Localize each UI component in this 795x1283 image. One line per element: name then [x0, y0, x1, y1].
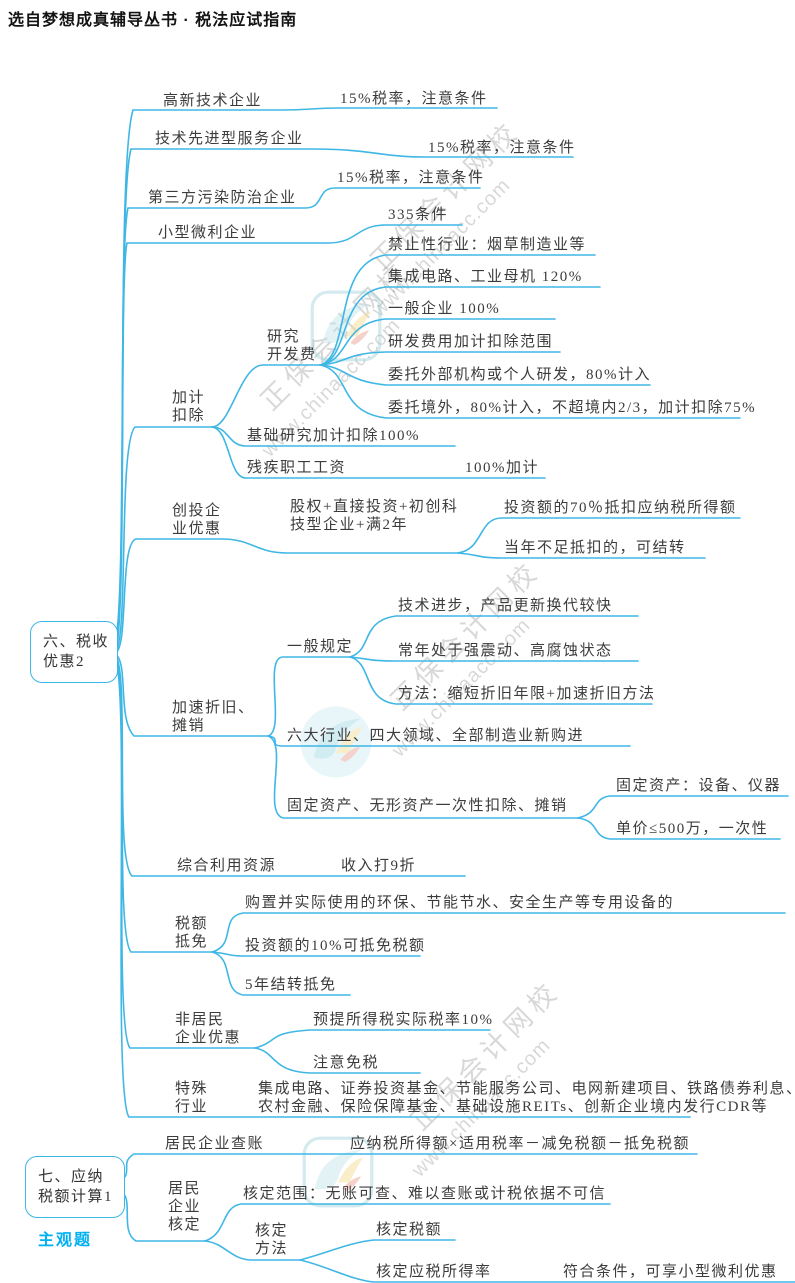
- note-withholding-10: 预提所得税实际税率10%: [313, 1012, 494, 1028]
- note-tax-formula: 应纳税所得额×适用税率－减免税额－抵免税额: [350, 1136, 690, 1152]
- topic-nonresident-line2: 企业优惠: [175, 1030, 242, 1046]
- brand-watermark: 正保会计网校 www.chinaacc.com: [404, 974, 567, 1182]
- topic-resource-utilization: 综合利用资源: [177, 858, 277, 874]
- root-topic-line2: 优惠2: [43, 654, 86, 670]
- topic-six-industries: 六大行业、四大领域、全部制造业新购进: [287, 728, 585, 744]
- topic-basic-research-100: 基础研究加计扣除100%: [247, 428, 420, 444]
- note-rd-deduction-scope: 研发费用加计扣除范围: [388, 334, 554, 350]
- topic-resident-assess-line1: 居民: [168, 1181, 202, 1197]
- note-fixed-assets-equipment: 固定资产：设备、仪器: [616, 778, 782, 794]
- topic-extra-deduction-line2: 扣除: [172, 408, 206, 424]
- note-10-percent-credit: 投资额的10%可抵免税额: [245, 938, 426, 954]
- note-advanced-service-rate: 15%税率，注意条件: [428, 140, 576, 156]
- topic-special-industry-line1: 特殊: [175, 1081, 209, 1097]
- note-small-profit-eligible: 符合条件，可享小型微利优惠: [563, 1264, 778, 1280]
- subjective-question-tag: 主观题: [38, 1232, 93, 1249]
- topic-one-time-deduction: 固定资产、无形资产一次性扣除、摊销: [287, 798, 568, 814]
- root-topic-line2: 税额计算1: [38, 1189, 114, 1205]
- note-special-industry-line1: 集成电路、证券投资基金、节能服务公司、电网新建项目、铁路债券利息、: [258, 1081, 795, 1097]
- note-high-tech-rate: 15%税率，注意条件: [340, 91, 488, 107]
- topic-high-tech-enterprise: 高新技术企业: [163, 93, 263, 109]
- topic-pollution-control-enterprise: 第三方污染防治企业: [148, 190, 297, 206]
- note-vc-70-percent-offset: 投资额的70％抵扣应纳税所得额: [504, 500, 737, 516]
- topic-assess-income-rate: 核定应税所得率: [376, 1264, 492, 1280]
- topic-venture-capital-line1: 创投企: [172, 503, 222, 519]
- note-depreciation-method: 方法：缩短折旧年限+加速折旧方法: [398, 686, 656, 702]
- note-rd-ic-machine-120: 集成电路、工业母机 120%: [388, 269, 583, 285]
- page-title: 选自梦想成真辅导丛书 · 税法应试指南: [8, 12, 298, 29]
- topic-accel-depreciation-line1: 加速折旧、: [172, 700, 255, 716]
- note-5-year-carryover: 5年结转抵免: [245, 977, 337, 993]
- topic-resident-audit: 居民企业查账: [165, 1136, 265, 1152]
- root-topic-line1: 六、税收: [43, 634, 110, 650]
- note-tech-progress: 技术进步，产品更新换代较快: [398, 598, 613, 614]
- note-small-enterprise-335: 335条件: [388, 207, 449, 223]
- note-attention-exemption: 注意免税: [313, 1055, 380, 1071]
- note-disabled-staff-100: 100%加计: [465, 460, 539, 476]
- topic-resident-assess-line2: 企业: [168, 1199, 202, 1215]
- note-vibration-corrosion: 常年处于强震动、高腐蚀状态: [398, 643, 613, 659]
- brand-logo-watermark: [310, 290, 382, 362]
- topic-rd-expense-line2: 开发费: [267, 347, 317, 363]
- note-rd-overseas-80: 委托境外，80%计入，不超境内2/3，加计扣除75%: [388, 400, 757, 416]
- note-special-industry-line2: 农村金融、保险保障基金、基础设施REITs、创新企业境内发行CDR等: [258, 1099, 768, 1115]
- root-topic-tax-payable: 七、应纳 税额计算1: [25, 1156, 125, 1218]
- topic-tax-credit-line1: 税额: [175, 916, 209, 932]
- topic-vc-condition-line2: 技型企业+满2年: [290, 517, 408, 533]
- note-rd-forbidden-industries: 禁止性行业：烟草制造业等: [388, 237, 587, 253]
- note-assess-scope: 核定范围：无账可查、难以查账或计税依据不可信: [243, 1186, 607, 1202]
- topic-resident-assess-line3: 核定: [168, 1217, 202, 1233]
- topic-rd-expense-line1: 研究: [267, 329, 301, 345]
- topic-vc-condition-line1: 股权+直接投资+初创科: [290, 499, 459, 515]
- note-rd-general-100: 一般企业 100%: [388, 301, 501, 317]
- topic-accel-depreciation-line2: 摊销: [172, 718, 206, 734]
- topic-assess-method-line2: 方法: [255, 1241, 289, 1257]
- topic-venture-capital-line2: 业优惠: [172, 521, 222, 537]
- topic-disabled-staff-wages: 残疾职工工资: [247, 460, 347, 476]
- note-pollution-rate: 15%税率，注意条件: [337, 170, 485, 186]
- root-topic-tax-incentives: 六、税收 优惠2: [30, 621, 118, 683]
- note-vc-carry-forward: 当年不足抵扣的，可结转: [504, 540, 686, 556]
- note-special-equipment: 购置并实际使用的环保、节能节水、安全生产等专用设备的: [245, 895, 675, 911]
- topic-small-low-profit-enterprise: 小型微利企业: [158, 225, 258, 241]
- note-rd-outsourced-80: 委托外部机构或个人研发，80%计入: [388, 367, 651, 383]
- topic-general-rule: 一般规定: [287, 639, 354, 655]
- note-assess-tax-amount: 核定税额: [376, 1222, 443, 1238]
- note-unit-price-500: 单价≤500万，一次性: [616, 821, 769, 837]
- topic-extra-deduction-line1: 加计: [172, 390, 206, 406]
- topic-nonresident-line1: 非居民: [175, 1012, 225, 1028]
- note-income-90-percent: 收入打9折: [341, 858, 417, 874]
- topic-special-industry-line2: 行业: [175, 1099, 209, 1115]
- topic-advanced-service-enterprise: 技术先进型服务企业: [155, 131, 304, 147]
- topic-assess-method-line1: 核定: [255, 1223, 289, 1239]
- root-topic-line1: 七、应纳: [38, 1169, 105, 1185]
- topic-tax-credit-line2: 抵免: [175, 934, 209, 950]
